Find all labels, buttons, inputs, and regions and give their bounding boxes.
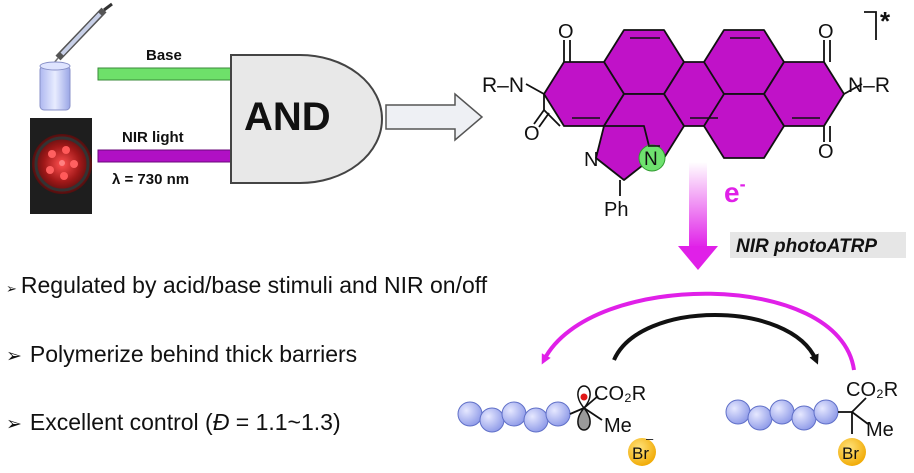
dormant-ester-label: CO₂R [846,379,898,401]
bullet-text-3-after: = 1.1~1.3) [229,409,340,435]
n-r-right-label: N–R [848,74,890,97]
anion-highlight [638,144,666,172]
base-label: Base [146,47,182,64]
electron-transfer-arrow-head [678,246,718,270]
dormant-methyl-label: Me [866,419,894,441]
wavelength-label: λ = 730 nm [112,171,189,188]
phenyl-label: Ph [604,199,628,221]
monomer-ball [813,399,839,425]
electron-label: e- [724,174,746,208]
radical-methyl-label: Me [604,415,632,437]
process-label: NIR photoATRP [736,236,877,257]
electron-charge: - [740,174,746,194]
imidazole-ring [595,125,653,181]
aromatic-double-bonds [572,37,820,119]
radical-species: CO₂R Me Br – [457,383,656,466]
monomer-ball [725,399,751,425]
bullet-marker-3: ➢ [6,414,22,435]
dormant-species: CO₂R Me Br [725,379,898,466]
bullet-marker-1: ➢ [6,281,17,296]
atom-o-bottom-left: O [524,123,540,145]
monomer-ball [457,401,483,427]
bullet-marker-2: ➢ [6,346,22,367]
excited-state-bracket [864,11,877,40]
activation-arc [612,313,819,365]
atom-o-top-left: O [558,21,574,43]
monomer-ball [769,399,795,425]
nir-lamp-image [30,118,92,214]
molecule-atom-labels: O O O O R–N N–R N N Ph * [482,6,891,221]
electron-symbol: e [724,177,740,208]
electron-transfer-arrow-shaft [689,162,707,248]
bullet-item-2: ➢ Polymerize behind thick barriers [6,341,357,367]
anion-n-label: N [644,149,658,170]
deactivation-arc [541,291,856,371]
nir-light-label: NIR light [122,129,184,146]
output-arrow [385,92,484,142]
and-gate-label: AND [244,95,331,139]
syringe-vial-image [39,2,113,111]
and-gate-body [230,54,383,184]
imidazole-n-label: N [584,149,598,171]
bromine-label: Br [842,444,859,463]
monomer-ball [523,407,549,433]
process-label-box [730,232,906,258]
bromide-ball [628,438,656,466]
and-gate: AND Base NIR light λ = 730 nm [97,47,383,188]
ring-lower-right [703,93,785,159]
atom-o-top-right: O [818,21,834,43]
monomer-ball [501,401,527,427]
monomer-ball [479,407,505,433]
bullet-text-1: Regulated by acid/base stimuli and NIR o… [21,272,488,298]
base-input-wire [97,67,232,81]
bullet-text-3-symbol: Đ [213,409,230,435]
nir-input-wire [97,149,232,163]
perylene-diimide-molecule [525,29,863,196]
bromide-charge: – [646,431,654,446]
bullet-list: ➢ Regulated by acid/base stimuli and NIR … [6,272,488,435]
bullet-item-3: ➢ Excellent control (Đ = 1.1~1.3) [6,409,341,435]
bullet-text-3-before: Excellent control ( [30,409,213,435]
excited-state-mark: * [880,6,891,36]
p-orbital [577,406,591,431]
r-n-left-label: R–N [482,74,524,97]
radical-ester-label: CO₂R [594,383,646,405]
monomer-ball [791,405,817,431]
bromide-label: Br [632,444,649,463]
radical-dot [580,393,588,401]
bullet-item-1: ➢ Regulated by acid/base stimuli and NIR … [6,272,488,298]
monomer-ball [545,401,571,427]
bromine-ball [838,438,866,466]
bullet-text-2: Polymerize behind thick barriers [30,341,357,367]
atom-o-bottom-right: O [818,141,834,163]
monomer-ball [747,405,773,431]
